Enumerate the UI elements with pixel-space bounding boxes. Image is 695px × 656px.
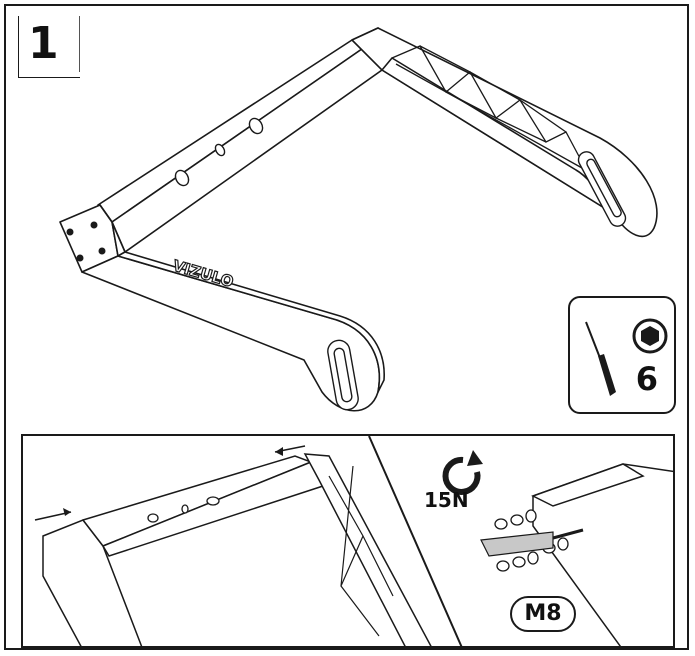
hex-bit-icon <box>641 326 659 346</box>
detail-illustration <box>34 436 673 646</box>
torque-label: 15N <box>424 488 469 512</box>
step-number: 1 <box>28 18 59 69</box>
tool-panel: 6 <box>568 296 676 414</box>
brand-label: VIZULO <box>171 257 236 291</box>
instruction-frame <box>4 4 689 650</box>
hex-size: 6 <box>635 360 658 398</box>
detail-panel <box>21 434 675 648</box>
step-indicator: 1 <box>18 16 80 78</box>
bolt-size-badge: M8 <box>510 596 576 632</box>
screwdriver-icon <box>585 318 668 396</box>
